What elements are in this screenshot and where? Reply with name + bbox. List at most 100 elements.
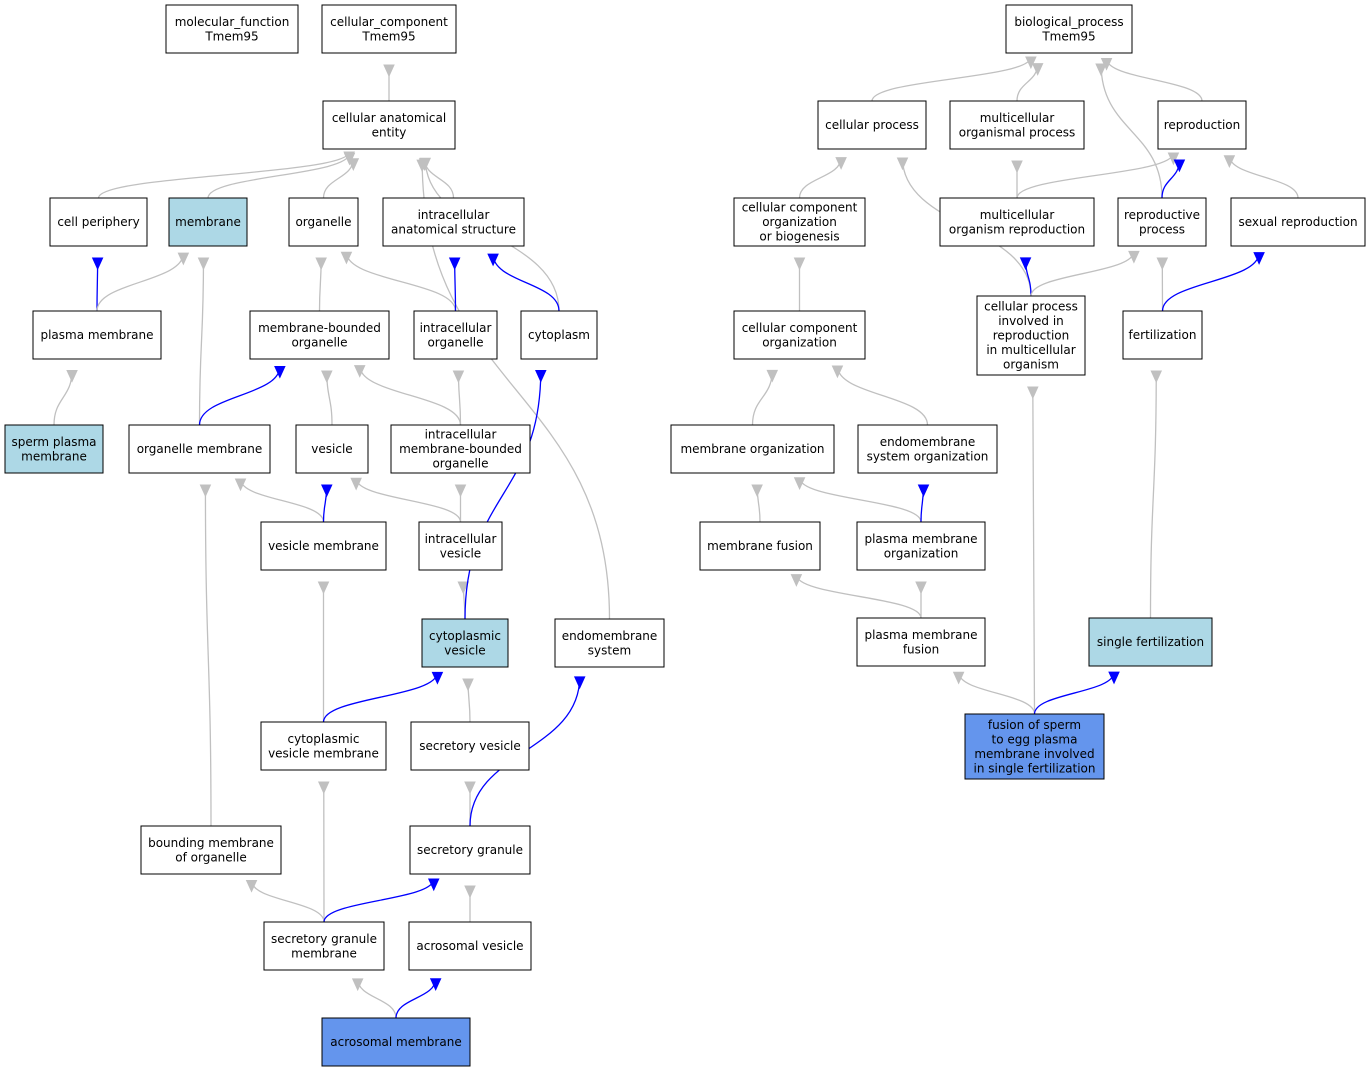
term-label-reproduction-line-0: reproduction	[1164, 118, 1241, 132]
term-label-bounding_mem-line-0: bounding membrane	[148, 836, 274, 850]
term-label-intra_organelle-line-0: intracellular	[420, 321, 492, 335]
term-label-mem_fusion-line-0: membrane fusion	[707, 539, 813, 553]
arrowhead-fusion_sperm-to-pm_fusion	[952, 671, 965, 685]
term-box-cyto_vesicle	[421, 618, 509, 668]
term-node-mem_fusion[interactable]: membrane fusion	[699, 521, 821, 571]
term-node-cytoplasm[interactable]: cytoplasm	[520, 310, 598, 360]
arrowhead-fertilization-to-sexual_repro	[1253, 252, 1265, 265]
term-box-plasma_mem	[32, 310, 162, 360]
term-node-secretory_gran[interactable]: secretory granule	[409, 825, 531, 875]
edge-intra_organelle-to-organelle	[345, 252, 457, 312]
term-box-endomem_org	[857, 424, 998, 474]
arrowhead-pm_fusion-to-pm_org	[915, 581, 927, 595]
term-node-secretory_ves[interactable]: secretory vesicle	[410, 721, 530, 771]
term-node-fertilization[interactable]: fertilization	[1122, 310, 1203, 360]
term-label-fusion_sperm-line-2: membrane involved	[974, 747, 1094, 761]
edge-sperm_pm-to-plasma_mem	[53, 370, 73, 426]
term-label-secretory_gran-line-0: secretory granule	[417, 843, 523, 857]
term-node-acrosomal_ves[interactable]: acrosomal vesicle	[408, 921, 532, 971]
arrowhead-pm_org-to-mem_org	[793, 477, 806, 490]
arrowhead-endomem_sys-to-cell_anat	[416, 159, 428, 173]
term-label-intra_vesicle-line-1: vesicle	[440, 546, 481, 560]
arrowhead-secretory_ves-to-cyto_vesicle	[462, 678, 474, 692]
arrowhead-cyto_ves_mem-to-cyto_vesicle	[431, 671, 444, 685]
term-label-mf_root-line-0: molecular_function	[175, 15, 290, 29]
term-node-organelle_mem[interactable]: organelle membrane	[128, 424, 271, 474]
term-node-mem_org[interactable]: membrane organization	[670, 424, 835, 474]
arrowhead-organelle-to-cell_anat	[347, 158, 360, 171]
term-label-cc_root-line-0: cellular_component	[330, 15, 448, 29]
term-box-cell_periph	[49, 197, 148, 247]
arrowhead-intra_vesicle-to-vesicle	[350, 477, 362, 491]
term-node-plasma_mem[interactable]: plasma membrane	[32, 310, 162, 360]
term-label-mf_root-line-1: Tmem95	[204, 29, 258, 43]
arrowhead-vesicle-to-mb_organelle	[321, 370, 333, 384]
term-node-cell_periph[interactable]: cell periphery	[49, 197, 148, 247]
term-label-plasma_mem-line-0: plasma membrane	[40, 328, 153, 342]
term-node-membrane[interactable]: membrane	[168, 197, 248, 247]
arrowhead-sexual_repro-to-reproduction	[1223, 155, 1236, 168]
arrowhead-sec_gran_mem-to-secretory_gran	[427, 878, 440, 892]
term-label-mb_organelle-line-0: membrane-bounded	[258, 321, 381, 335]
term-label-organelle-line-0: organelle	[295, 215, 351, 229]
term-label-fertilization-line-0: fertilization	[1129, 328, 1197, 342]
term-node-vesicle[interactable]: vesicle	[295, 424, 369, 474]
term-label-cyto_ves_mem-line-0: cytoplasmic	[288, 732, 360, 746]
term-node-acrosomal_mem[interactable]: acrosomal membrane	[321, 1017, 471, 1067]
term-label-pm_fusion-line-0: plasma membrane	[864, 628, 977, 642]
edge-fusion_sperm-to-cp_repro_multi	[1032, 386, 1036, 715]
term-label-vesicle_mem-line-0: vesicle membrane	[268, 539, 379, 553]
arrowhead-acrosomal_mem-to-acrosomal_ves	[429, 978, 442, 991]
term-label-mem_org-line-0: membrane organization	[680, 442, 824, 456]
edge-layer	[53, 56, 1299, 1019]
edge-cc_org_biog-to-cell_process	[798, 157, 842, 199]
arrowhead-cp_repro_multi-to-multi_org_repro	[1019, 257, 1032, 271]
term-label-endomem_org-line-0: endomembrane	[880, 435, 976, 449]
term-node-cell_process[interactable]: cellular process	[817, 100, 927, 150]
arrowhead-mb_organelle-to-organelle	[315, 257, 327, 271]
arrowhead-repro_process-to-bp_root	[1095, 63, 1107, 77]
term-label-membrane-line-0: membrane	[175, 215, 241, 229]
term-node-reproduction[interactable]: reproduction	[1157, 100, 1247, 150]
edge-repro_process-to-bp_root	[1100, 64, 1163, 199]
term-node-organelle[interactable]: organelle	[288, 197, 359, 247]
term-node-sexual_repro[interactable]: sexual reproduction	[1230, 197, 1366, 247]
term-label-cytoplasm-line-0: cytoplasm	[528, 328, 590, 342]
term-box-intra_organelle	[413, 310, 498, 360]
term-label-pm_org-line-1: organization	[884, 546, 959, 560]
edge-cyto_vesicle-to-cytoplasm	[464, 370, 542, 620]
edge-cyto_ves_mem-to-cyto_vesicle	[322, 672, 439, 723]
term-label-fusion_sperm-line-1: to egg plasma	[992, 732, 1078, 746]
arrowhead-intra_mb_org-to-mb_organelle	[353, 365, 366, 378]
edge-cell_process-to-bp_root	[871, 56, 1032, 102]
term-label-cp_repro_multi-line-0: cellular process	[984, 300, 1078, 314]
term-node-single_fert[interactable]: single fertilization	[1088, 617, 1213, 667]
term-node-vesicle_mem[interactable]: vesicle membrane	[260, 521, 387, 571]
